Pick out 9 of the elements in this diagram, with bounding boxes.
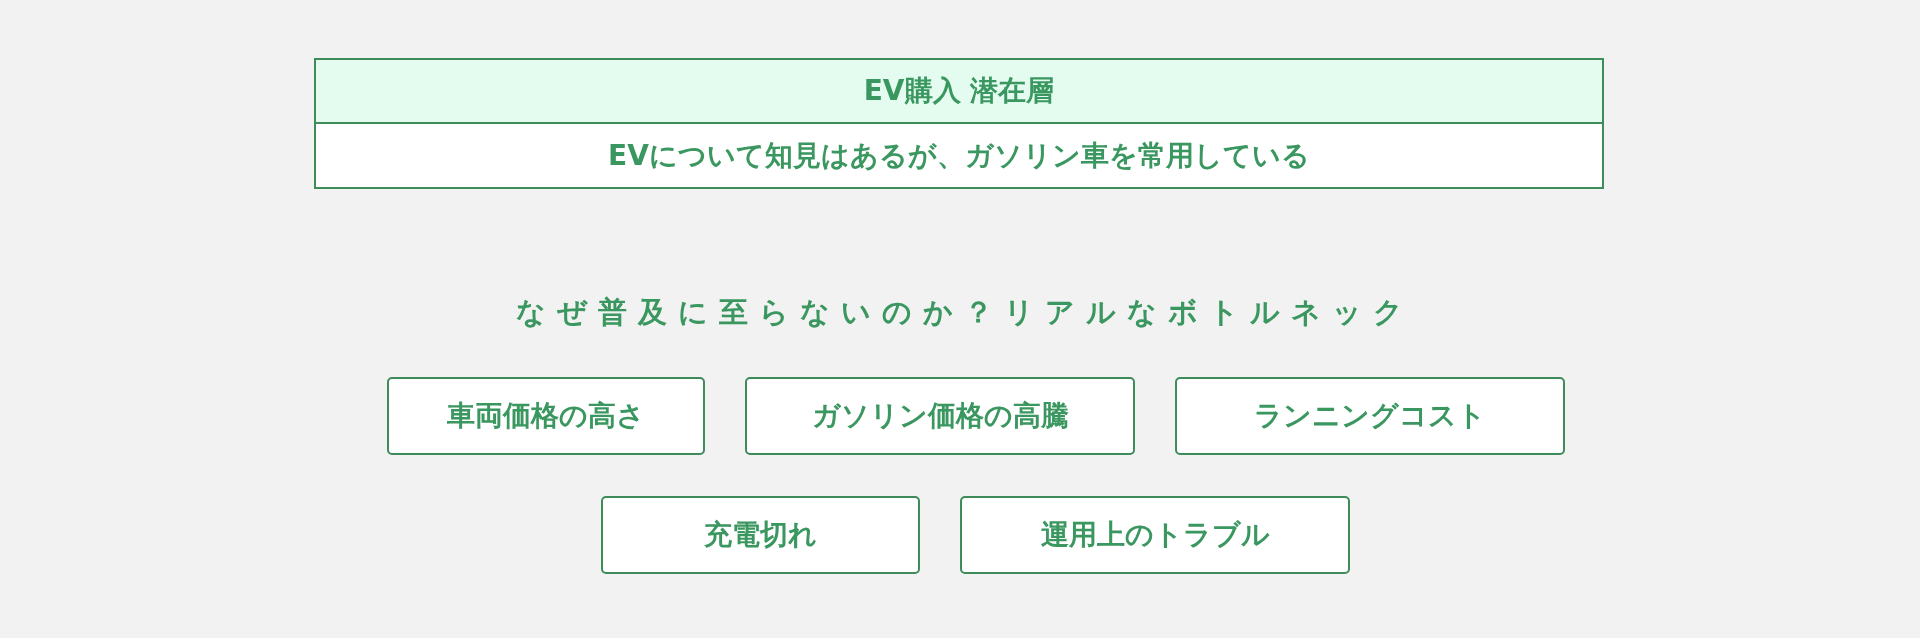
section-heading: なぜ普及に至らないのか？リアルなボトルネック [516,294,1414,331]
panel-heading: EV購入 潜在層 [316,60,1602,124]
bottleneck-box: ランニングコスト [1175,377,1565,455]
bottleneck-box: 車両価格の高さ [387,377,705,455]
bottleneck-box: ガソリン価格の高騰 [745,377,1135,455]
panel-text: EVについて知見はあるが、ガソリン車を常用している [607,137,1311,174]
info-panel [314,58,1604,189]
bottleneck-box: 運用上のトラブル [960,496,1350,574]
bottleneck-box: 充電切れ [601,496,920,574]
